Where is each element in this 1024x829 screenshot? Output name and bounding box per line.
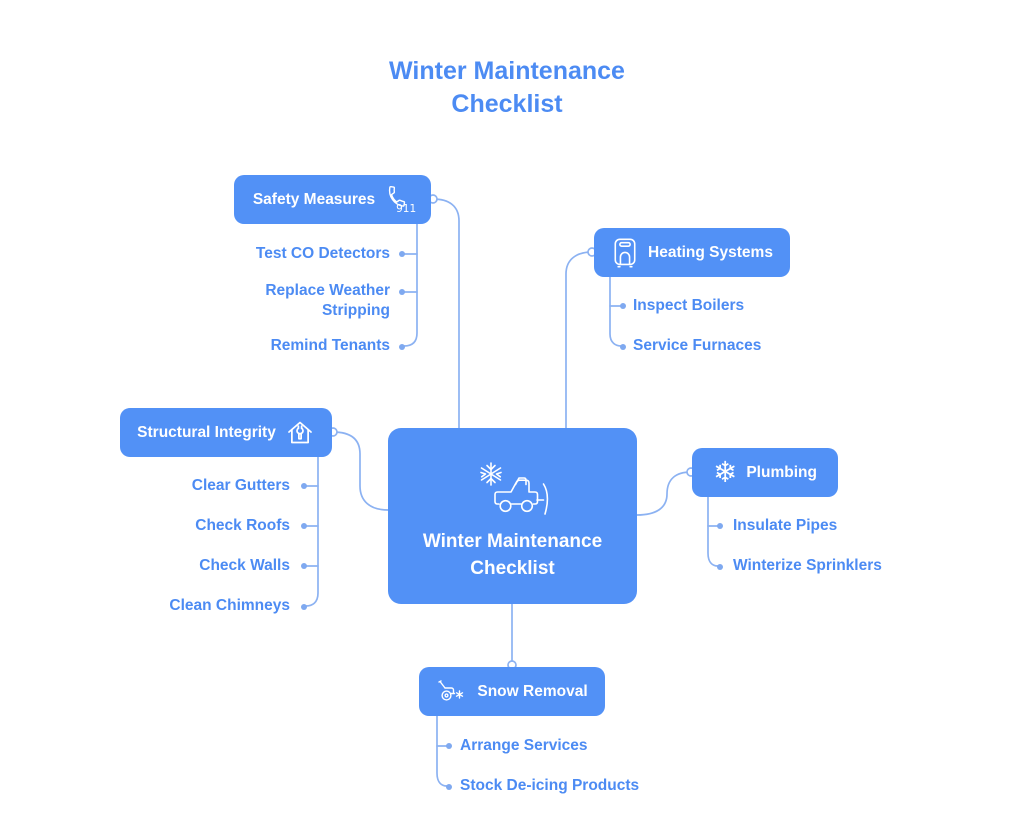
central-node[interactable]: Winter Maintenance Checklist (388, 428, 637, 604)
branch-node-heating-systems[interactable]: Heating Systems (594, 228, 790, 277)
central-node-label: Winter Maintenance Checklist (422, 531, 603, 579)
branch-node-structural-integrity[interactable]: Structural Integrity (120, 408, 332, 457)
furnace-heater-icon (614, 237, 636, 268)
child-label: Test CO Detectors (255, 245, 390, 262)
branch-label-structural-integrity: Structural Integrity (137, 423, 276, 441)
child-label: Check Roofs (195, 517, 290, 534)
branch-node-safety-measures[interactable]: Safety Measures 911 (234, 175, 431, 224)
child-label: Stock De-icing Products (460, 777, 640, 794)
child-label: Arrange Services (460, 737, 588, 754)
branch-label-safety-measures: Safety Measures (252, 190, 376, 208)
branch-node-snow-removal[interactable]: Snow Removal (419, 667, 605, 716)
child-label: Replace Weather Stripping (265, 282, 390, 319)
page-title-line2: Checklist (451, 90, 563, 118)
child-label: Check Walls (199, 557, 290, 574)
snowplow-truck-icon (479, 462, 548, 515)
child-label: Winterize Sprinklers (733, 557, 882, 574)
phone-911-icon: 911 (384, 185, 416, 215)
child-label: Insulate Pipes (733, 517, 838, 534)
snowflake-icon: ❄ (713, 455, 738, 489)
child-label: Inspect Boilers (633, 297, 745, 314)
phone-911-badge: 911 (396, 202, 417, 215)
page-title-line1: Winter Maintenance (389, 57, 625, 85)
child-label: Remind Tenants (270, 337, 390, 354)
house-wrench-icon (287, 421, 312, 443)
branch-label-heating-systems: Heating Systems (648, 243, 773, 261)
snow-blower-icon (438, 679, 464, 701)
child-label: Service Furnaces (633, 337, 762, 354)
branch-label-plumbing: Plumbing (746, 463, 817, 481)
page-title: Winter Maintenance Checklist (262, 55, 752, 121)
child-label: Clear Gutters (191, 477, 290, 494)
branch-node-plumbing[interactable]: ❄ Plumbing (692, 448, 838, 497)
child-label: Clean Chimneys (169, 597, 290, 614)
branch-label-snow-removal: Snow Removal (477, 682, 588, 700)
